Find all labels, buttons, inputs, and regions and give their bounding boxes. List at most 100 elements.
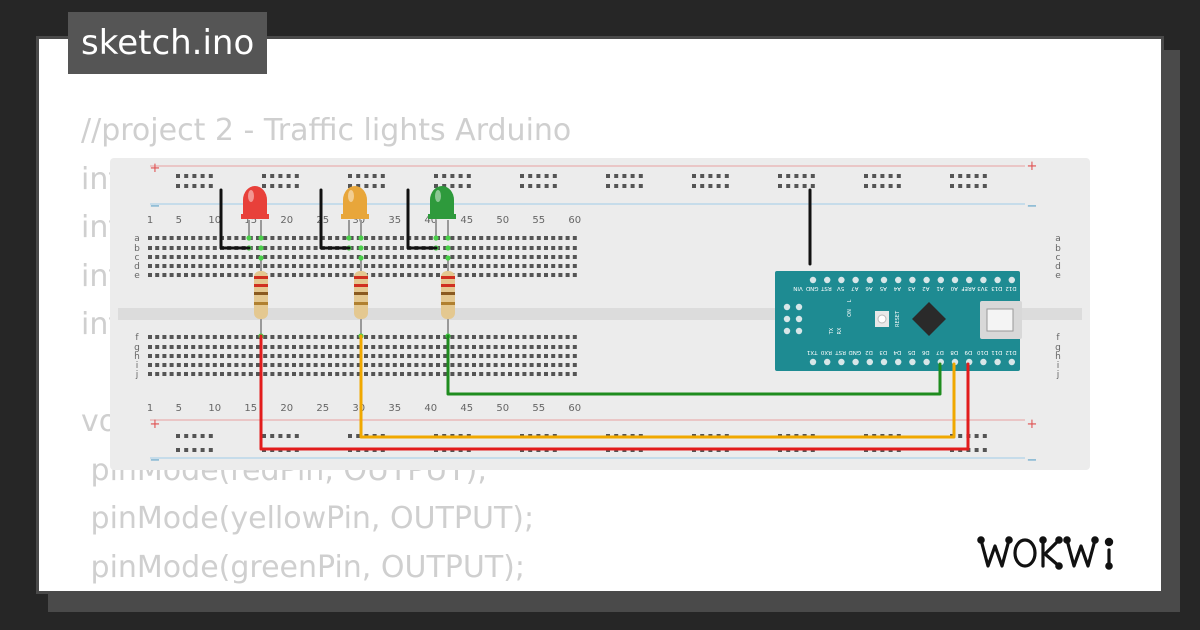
breadboard-hole (364, 246, 368, 250)
row-letter: e (1055, 271, 1061, 281)
breadboard-hole (436, 264, 440, 268)
breadboard-hole (479, 363, 484, 367)
breadboard-hole (392, 354, 397, 358)
rail-hole (262, 174, 266, 178)
header-pin (824, 276, 831, 284)
pin-label: D7 (936, 349, 944, 355)
header-pin (1008, 358, 1015, 366)
breadboard-hole (464, 363, 469, 367)
breadboard-hole (515, 246, 520, 250)
breadboard-hole (349, 246, 354, 250)
rail-hole (356, 174, 361, 178)
wokwi-logo: WOKWi (975, 528, 1150, 576)
breadboard-hole (428, 372, 433, 376)
rail-sign: + (150, 161, 161, 176)
rail-hole (982, 174, 987, 178)
breadboard-hole (479, 236, 484, 240)
breadboard-hole (148, 345, 152, 349)
rail-hole (958, 174, 963, 178)
breadboard-hole (551, 273, 556, 277)
breadboard-hole (220, 264, 224, 268)
rail-hole (810, 174, 815, 178)
rail-hole (286, 434, 291, 438)
breadboard-hole (306, 273, 311, 277)
led-highlight (348, 190, 354, 202)
breadboard-hole (385, 335, 390, 339)
breadboard-hole (400, 255, 404, 259)
rail-hole (278, 174, 283, 178)
breadboard-hole (385, 273, 390, 277)
led-highlight (248, 190, 254, 202)
rail-hole (974, 448, 979, 452)
header-pin (838, 358, 845, 366)
breadboard-hole (529, 264, 534, 268)
rail-hole (786, 184, 791, 188)
pin-label: D12 (1005, 285, 1016, 291)
rail-hole (364, 174, 369, 178)
active-hole (258, 255, 264, 261)
breadboard-hole (378, 372, 383, 376)
resistor-band (254, 302, 268, 305)
active-hole (445, 255, 451, 261)
rail-hole (184, 448, 189, 452)
breadboard-hole (529, 335, 534, 339)
breadboard-hole (328, 354, 332, 358)
breadboard-hole (191, 255, 196, 259)
rail-hole (700, 184, 705, 188)
breadboard-hole (184, 363, 188, 367)
led-rim (341, 214, 369, 219)
header-pin (824, 358, 831, 366)
breadboard-hole (407, 335, 412, 339)
breadboard-hole (378, 273, 383, 277)
rail-hole (270, 434, 275, 438)
rail-sign: − (150, 199, 161, 214)
breadboard-hole (385, 255, 390, 259)
rail-hole (974, 184, 979, 188)
breadboard-hole (364, 236, 368, 240)
breadboard-hole (184, 246, 188, 250)
breadboard-hole (234, 345, 239, 349)
breadboard-hole (148, 246, 152, 250)
breadboard-hole (529, 345, 534, 349)
breadboard-hole (464, 273, 469, 277)
resistor-band (354, 284, 368, 287)
header-pin (966, 276, 973, 284)
breadboard-hole (464, 236, 469, 240)
breadboard-hole (385, 236, 390, 240)
breadboard-hole (256, 236, 260, 240)
breadboard-hole (371, 246, 376, 250)
breadboard-hole (436, 335, 440, 339)
rail-hole (192, 184, 197, 188)
breadboard-hole (212, 363, 217, 367)
breadboard-hole (198, 273, 203, 277)
rail-sign: + (1027, 417, 1038, 432)
breadboard-hole (227, 354, 232, 358)
breadboard-hole (320, 273, 325, 277)
column-number: 1 (147, 403, 153, 414)
breadboard-hole (320, 372, 325, 376)
breadboard-hole (572, 246, 577, 250)
breadboard-hole (450, 345, 455, 349)
breadboard-hole (428, 335, 433, 339)
breadboard-hole (205, 264, 210, 268)
breadboard-hole (392, 255, 397, 259)
rail-hole (208, 174, 213, 178)
breadboard-hole (256, 363, 260, 367)
breadboard-hole (306, 354, 311, 358)
breadboard-hole (292, 236, 296, 240)
rail-hole (286, 174, 291, 178)
led-green (430, 186, 454, 216)
breadboard-hole (277, 372, 282, 376)
column-number: 5 (176, 403, 182, 414)
breadboard-hole (263, 354, 268, 358)
breadboard-hole (565, 273, 570, 277)
header-pin (937, 276, 944, 284)
header-pin (909, 276, 916, 284)
breadboard-hole (464, 335, 469, 339)
rail-hole (716, 184, 721, 188)
breadboard-hole (270, 264, 275, 268)
rail-hole (630, 184, 635, 188)
column-number: 50 (496, 215, 509, 226)
breadboard-hole (263, 236, 268, 240)
breadboard-hole (248, 264, 253, 268)
